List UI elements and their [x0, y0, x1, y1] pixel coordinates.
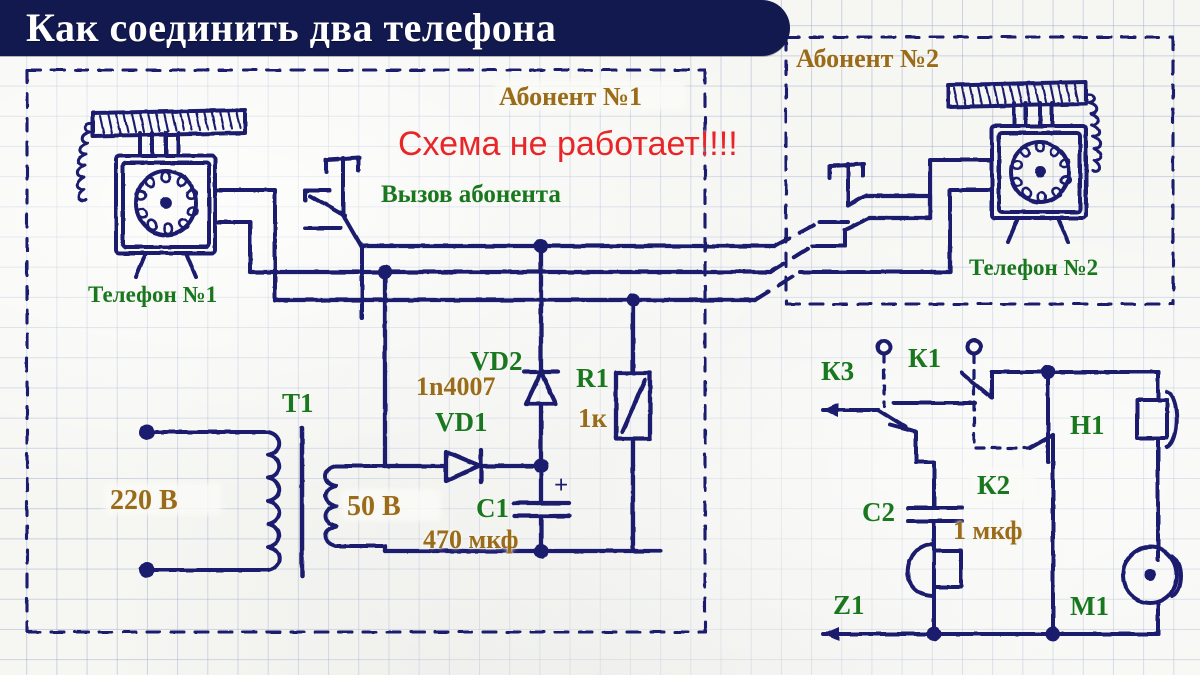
- label-warning: Схема не работает!!!!: [398, 125, 738, 163]
- right-circuit: [821, 338, 1183, 642]
- main-bus-lines: [247, 243, 778, 303]
- label-haze: [341, 489, 441, 521]
- phone1-drawing: [75, 108, 387, 302]
- label-c1-value: 470 мкф: [423, 525, 519, 554]
- label-r1: R1: [576, 363, 609, 393]
- label-vd1: VD1: [435, 407, 488, 437]
- label-c2: C2: [862, 497, 895, 527]
- label-c1: C1: [476, 493, 509, 523]
- label-z1: Z1: [833, 590, 865, 620]
- label-k3: К3: [821, 356, 855, 386]
- label-h1: H1: [1070, 410, 1105, 440]
- hookswitch-left: [303, 156, 364, 320]
- label-vd2: VD2: [470, 346, 523, 376]
- label-r1-value: 1к: [578, 403, 608, 433]
- label-50v: 50 В: [347, 491, 401, 522]
- label-phone-1: Телефон №1: [88, 282, 218, 307]
- title-banner: Как соединить два телефона: [0, 0, 790, 56]
- label-subscriber-2: Абонент №2: [796, 44, 940, 73]
- phone2-link-wires: [863, 193, 953, 275]
- label-call-subscriber: Вызов абонента: [381, 181, 561, 208]
- label-haze: [494, 80, 686, 110]
- page-title: Как соединить два телефона: [26, 5, 557, 50]
- label-phone-2: Телефон №2: [969, 255, 1099, 280]
- label-t1: T1: [282, 388, 314, 418]
- label-220v: 220 В: [110, 485, 178, 516]
- label-k2: К2: [977, 470, 1011, 500]
- label-subscriber-1: Абонент №1: [499, 82, 643, 111]
- subscriber2-boundary: [784, 35, 1175, 306]
- label-diode-type: 1n4007: [416, 372, 496, 401]
- transformer-t1: [139, 424, 387, 579]
- subscriber1-boundary: [25, 68, 707, 634]
- hookswitch-right: [798, 162, 932, 274]
- label-haze: [972, 468, 1036, 500]
- rectifier-section: [382, 243, 663, 559]
- phone2-drawing: [928, 80, 1103, 248]
- label-c2-value: 1 мкф: [953, 516, 1023, 545]
- label-m1: M1: [1070, 591, 1109, 621]
- label-c1-polarity: +: [554, 472, 569, 499]
- label-haze: [104, 483, 222, 515]
- interconnect-wires: [753, 220, 822, 302]
- label-k1: К1: [908, 343, 942, 373]
